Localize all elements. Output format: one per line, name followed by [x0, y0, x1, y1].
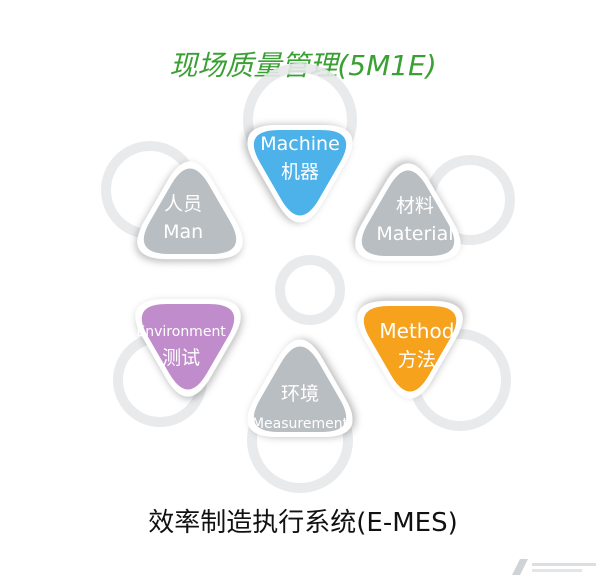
segment-fill [361, 170, 455, 257]
segment-label-primary: 环境 [281, 383, 319, 405]
segment-fill [253, 130, 347, 216]
segment-label-secondary: 机器 [281, 161, 319, 183]
segment-method: Method 方法 [357, 301, 463, 399]
segment-environment: Environment 测试 [135, 299, 241, 397]
segment-label-secondary: Man [163, 221, 203, 243]
segment-measurement: 环境 Measurement [247, 339, 353, 437]
segment-man: 人员 Man [137, 161, 243, 259]
segment-label-primary: Method [379, 319, 454, 343]
segment-fill [363, 305, 457, 392]
segment-fill [253, 346, 347, 432]
segment-label-secondary: 测试 [162, 347, 200, 369]
segment-label-secondary: 方法 [398, 349, 436, 371]
segment-machine: Machine 机器 [247, 125, 353, 223]
segment-fill [143, 168, 237, 255]
segment-label-secondary: Material [376, 223, 453, 245]
segment-label-primary: Environment [136, 324, 226, 340]
segment-label-primary: 人员 [164, 193, 202, 215]
watermark-logo-icon [512, 559, 596, 575]
segment-label-secondary: Measurement [252, 416, 349, 432]
segment-label-primary: 材料 [396, 195, 434, 217]
segment-label-primary: Machine [260, 133, 340, 155]
segment-fill [141, 303, 235, 390]
segment-material: 材料 Material [355, 163, 461, 261]
footer-caption: 效率制造执行系统(E-MES) [148, 508, 458, 538]
